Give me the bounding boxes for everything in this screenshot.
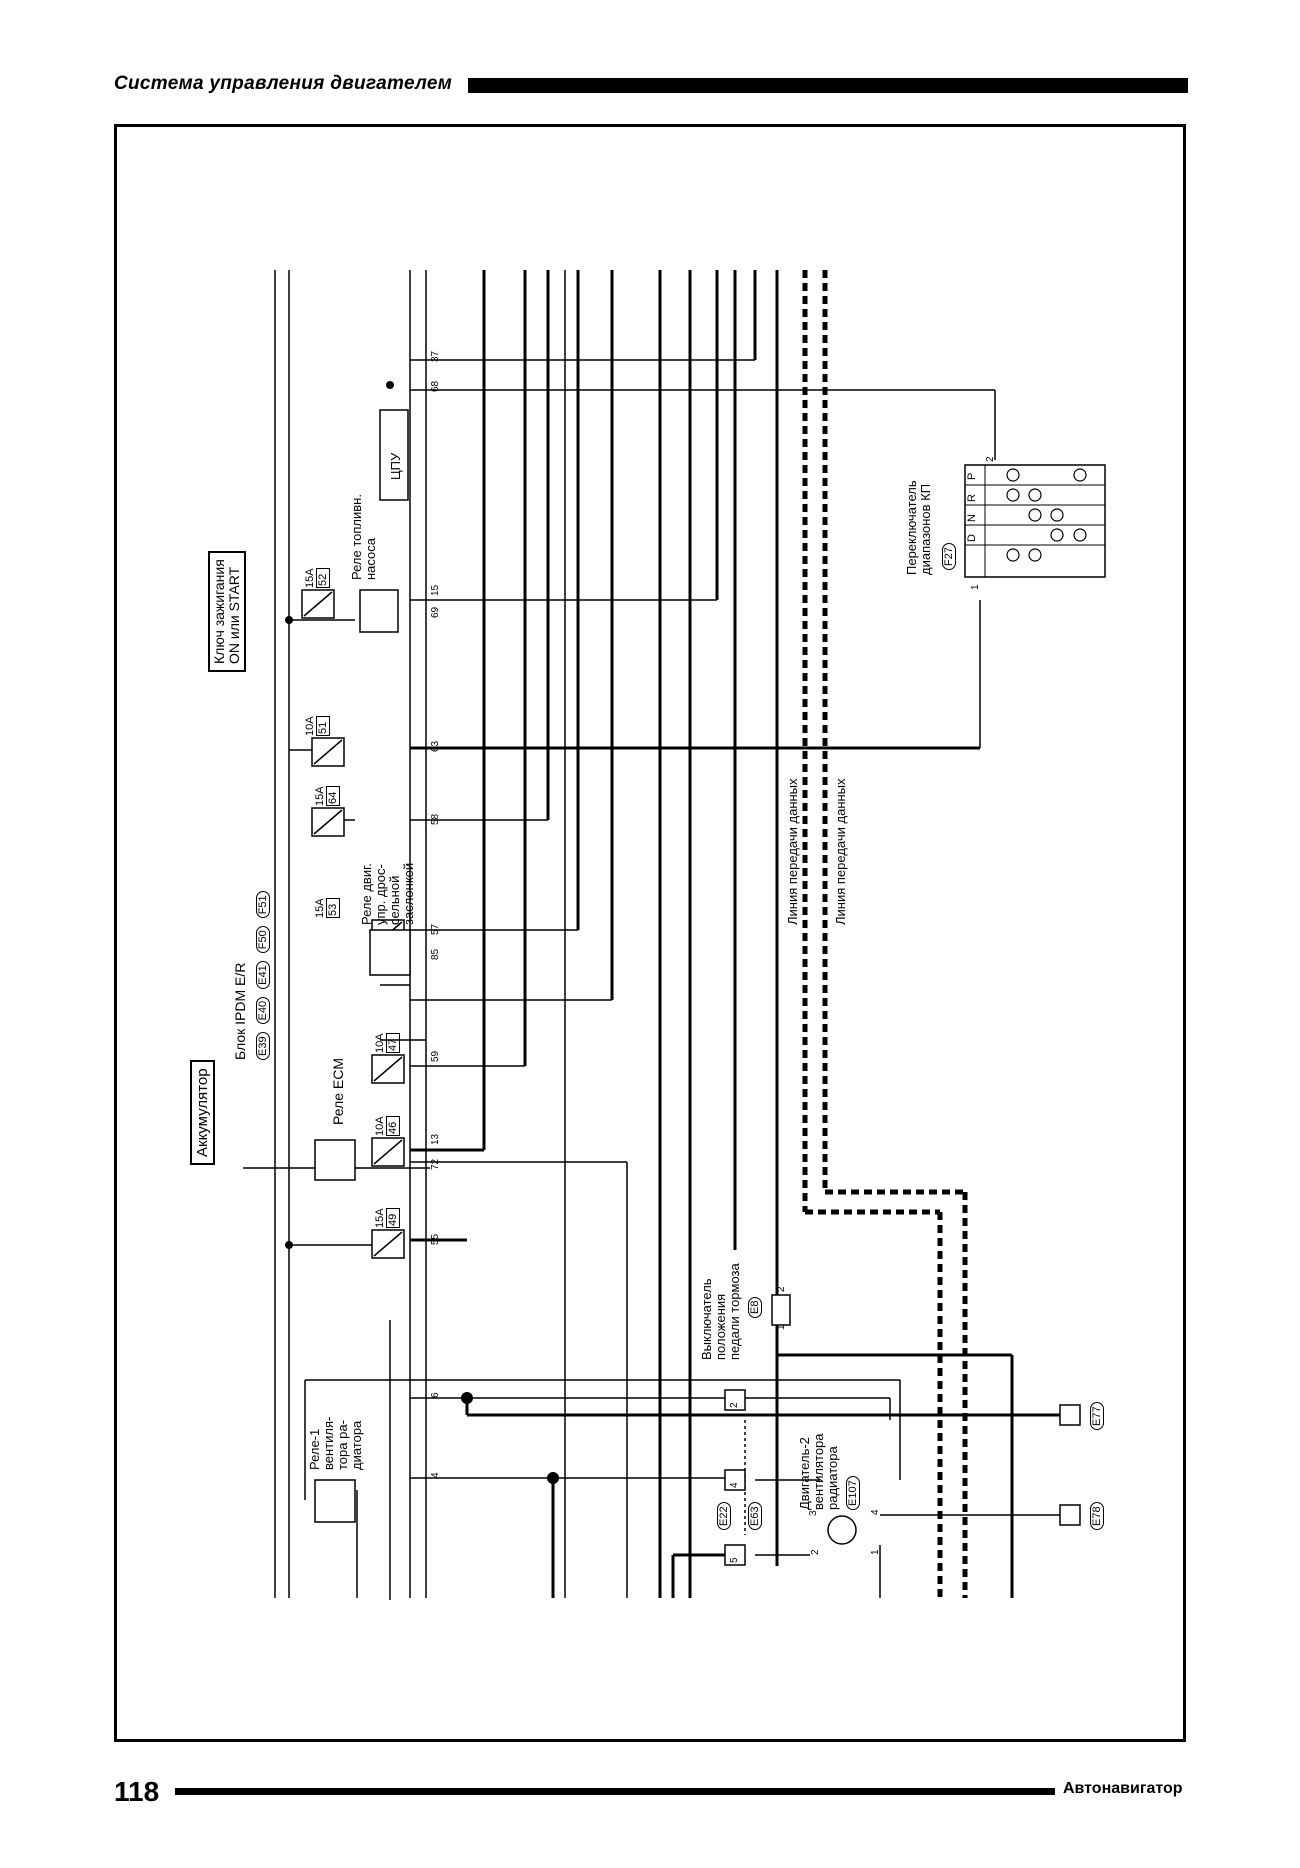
data-line-label-1: Линия передачи данных	[785, 778, 800, 925]
range-pin-2: 2	[985, 456, 996, 462]
brake-pin-2: 2	[776, 1286, 787, 1292]
brake-pin-1: 1	[776, 1324, 787, 1330]
motor-pin-1: 1	[870, 1549, 881, 1555]
conn-pin-5a: 5	[729, 1557, 740, 1563]
pin-57: 57	[430, 923, 441, 935]
fan-motor-connector: E107	[846, 1476, 860, 1510]
pin-6: 6	[430, 1392, 441, 1398]
data-line-label-2: Линия передачи данных	[833, 778, 848, 925]
pin-58: 58	[430, 813, 441, 825]
motor-pin-4: 4	[870, 1509, 881, 1515]
ipdm-connectors: E39 E40 E41 F50 F51	[256, 891, 270, 1060]
footer-rule	[175, 1788, 1055, 1795]
motor-pin-2: 2	[810, 1549, 821, 1555]
pin-55: 55	[430, 1233, 441, 1245]
range-switch-connector: F27	[942, 543, 956, 570]
range-pin-1: 1	[970, 584, 981, 590]
page-number: 118	[114, 1776, 160, 1807]
page-header-title: Система управления двигателем	[114, 73, 453, 94]
pin-13: 13	[430, 1133, 441, 1145]
joint-connector-e63: E63	[748, 1502, 762, 1530]
pin-68: 68	[430, 380, 441, 392]
pin-63: 63	[430, 740, 441, 752]
ground-e77: E77	[1090, 1402, 1104, 1430]
pin-72: 72	[430, 1158, 441, 1170]
ground-e78: E78	[1090, 1502, 1104, 1530]
pin-69: 69	[430, 606, 441, 618]
conn-pin-2a: 2	[729, 1402, 740, 1408]
ecm-relay-label: Реле ECM	[330, 1058, 346, 1125]
battery-label: Аккумулятор	[190, 1060, 215, 1165]
cpu-label: ЦПУ	[388, 452, 403, 480]
gear-position-p: P	[966, 472, 978, 480]
pin-85: 85	[430, 948, 441, 960]
joint-connector-e22: E22	[717, 1502, 731, 1530]
pin-4: 4	[430, 1472, 441, 1478]
pin-37: 37	[430, 350, 441, 362]
footer-brand: Автонавигатор	[1063, 1780, 1183, 1797]
brake-connector-label: E8	[748, 1296, 762, 1318]
gear-position-r: R	[966, 494, 978, 502]
ignition-switch-label: Ключ зажигания ON или START	[208, 551, 246, 672]
fuel-pump-relay-label: Реле топливн.насоса	[349, 494, 378, 580]
ipdm-block-label: Блок IPDM E/R	[232, 962, 248, 1060]
header-rule	[468, 78, 1188, 93]
motor-pin-3: 3	[808, 1510, 819, 1516]
pin-15: 15	[430, 584, 441, 596]
diagram-frame	[114, 124, 1186, 1742]
gear-position-d: D	[966, 534, 978, 542]
conn-pin-4a: 4	[729, 1482, 740, 1488]
gear-position-n: N	[966, 514, 978, 522]
pin-59: 59	[430, 1050, 441, 1062]
